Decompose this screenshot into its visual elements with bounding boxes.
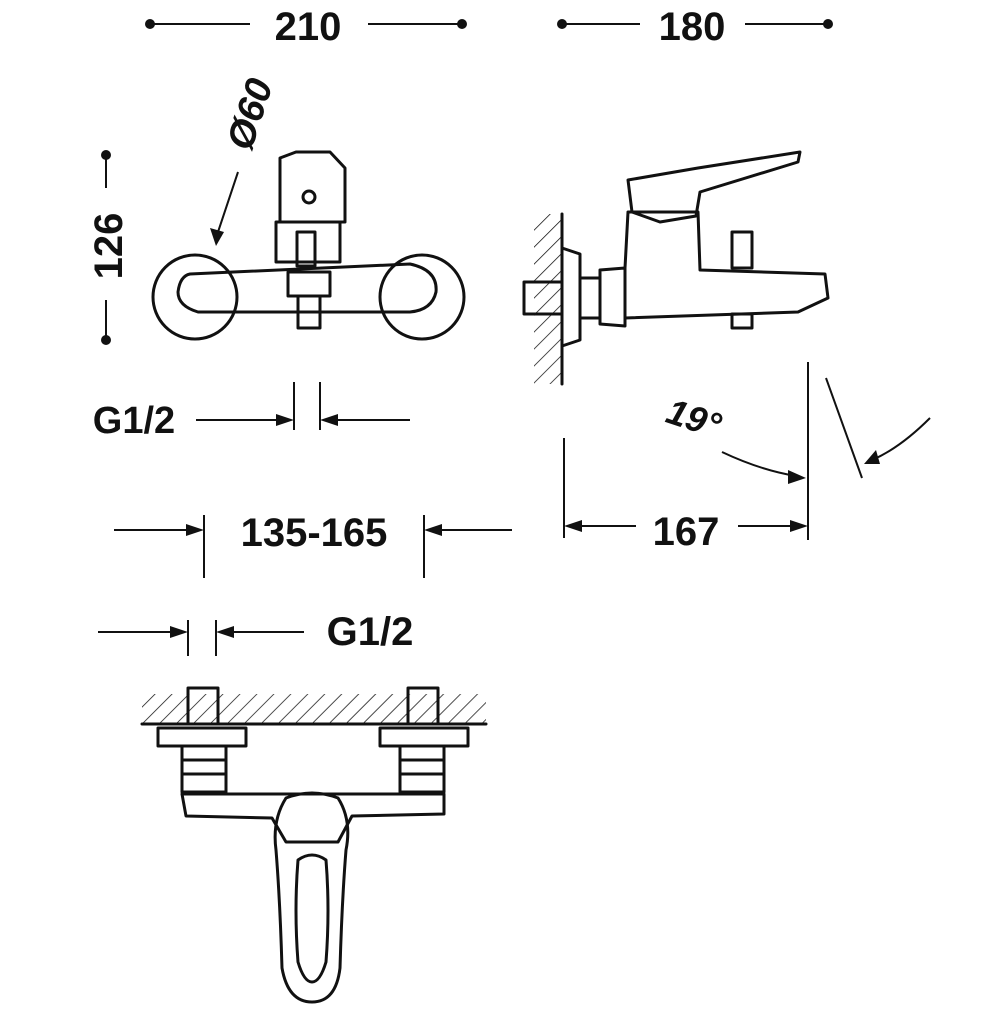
dimension-inlet-thread-front: G1/2: [93, 382, 410, 442]
dimension-lever-angle-label: 19°: [662, 390, 727, 446]
dimension-spout-reach: 167: [563, 438, 808, 554]
dimension-inlet-thread-front-label: G1/2: [93, 400, 175, 442]
dimension-height: 126: [87, 150, 131, 345]
dimension-rosette-diameter-label: Ø60: [220, 74, 282, 155]
dimension-depth: 180: [557, 5, 833, 49]
faucet-front-view: [151, 150, 466, 341]
faucet-side-view: [522, 150, 830, 386]
dimension-inlet-thread-top-label: G1/2: [327, 610, 414, 654]
dimension-overall-width: 210: [145, 5, 467, 49]
faucet-top-view: [140, 686, 488, 1004]
dimension-height-label: 126: [87, 213, 131, 280]
dimension-spout-reach-label: 167: [653, 510, 720, 554]
dimension-inlet-thread-top: G1/2: [98, 610, 413, 656]
dimension-centres-range-label: 135-165: [241, 511, 388, 555]
dimension-overall-width-label: 210: [275, 5, 342, 49]
dimension-centres-range: 135-165: [114, 511, 512, 578]
dimension-depth-label: 180: [659, 5, 726, 49]
dimension-rosette-diameter: Ø60: [210, 74, 282, 246]
